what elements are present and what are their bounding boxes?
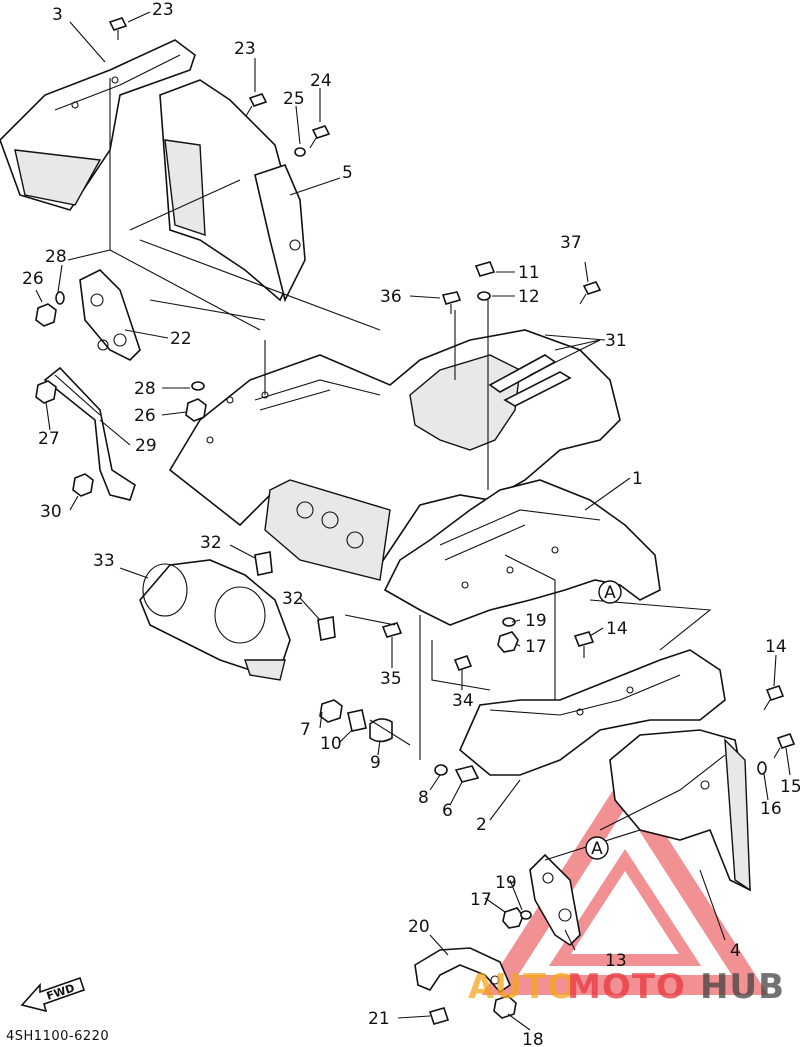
callout-4: 4 <box>730 941 741 961</box>
front-fender-1 <box>383 479 661 626</box>
inner-panel-5 <box>159 79 306 303</box>
callout-32a: 32 <box>200 533 222 553</box>
callout-37: 37 <box>560 233 582 253</box>
callout-6: 6 <box>442 801 453 821</box>
callout-8: 8 <box>418 788 429 808</box>
callout-28b: 28 <box>134 379 156 399</box>
bracket-22 <box>79 269 141 361</box>
ref-marker-a-top-label: A <box>604 583 616 603</box>
rear-fender-upper <box>168 329 621 581</box>
ref-marker-a-bottom: A <box>585 836 609 860</box>
watermark-moto: MOTO <box>567 967 686 1007</box>
callout-10: 10 <box>320 734 342 754</box>
callout-11: 11 <box>518 263 540 283</box>
callout-5: 5 <box>342 163 353 183</box>
assembly-lines <box>67 78 726 861</box>
callout-35: 35 <box>380 669 402 689</box>
callout-1: 1 <box>632 469 643 489</box>
callout-26a: 26 <box>22 269 44 289</box>
callout-20: 20 <box>408 917 430 937</box>
callout-23a: 23 <box>152 0 174 20</box>
callout-27: 27 <box>38 429 60 449</box>
callout-21: 21 <box>368 1009 390 1029</box>
callouts: 3 23 23 24 25 5 28 26 22 28 26 27 29 30 … <box>22 0 800 1047</box>
callout-26b: 26 <box>134 406 156 426</box>
callout-17b: 17 <box>470 890 492 910</box>
callout-14a: 14 <box>606 619 628 639</box>
callout-19a: 19 <box>525 611 547 631</box>
callout-22: 22 <box>170 329 192 349</box>
callout-16: 16 <box>760 799 782 819</box>
stay-20 <box>414 947 511 994</box>
callout-15: 15 <box>780 777 800 797</box>
watermark-auto: AUTO <box>468 967 577 1007</box>
callout-17a: 17 <box>525 637 547 657</box>
leader-lines <box>35 11 791 1031</box>
callout-29: 29 <box>135 436 157 456</box>
watermark-text: AUTO MOTO HUB <box>468 967 785 1007</box>
callout-2: 2 <box>476 815 487 835</box>
callout-36: 36 <box>380 287 402 307</box>
callout-9: 9 <box>370 753 381 773</box>
callout-25: 25 <box>283 89 305 109</box>
callout-24: 24 <box>310 71 332 91</box>
callout-34: 34 <box>452 691 474 711</box>
callout-33: 33 <box>93 551 115 571</box>
drawing-code: 4SH1100-6220 <box>6 1029 109 1044</box>
callout-3: 3 <box>52 5 63 25</box>
callout-7: 7 <box>300 720 311 740</box>
callout-31: 31 <box>605 331 627 351</box>
ref-marker-a-bottom-label: A <box>591 839 603 859</box>
callout-28a: 28 <box>45 247 67 267</box>
ref-marker-a-top: A <box>598 580 622 604</box>
callout-32b: 32 <box>282 589 304 609</box>
callout-18: 18 <box>522 1030 544 1047</box>
stay-29 <box>43 366 136 501</box>
watermark-hub: HUB <box>700 967 785 1007</box>
fwd-arrow-icon: FWD <box>20 976 86 1013</box>
fwd-label: FWD <box>45 982 76 1003</box>
side-cover-3 <box>0 39 196 211</box>
fastener-icons <box>35 17 796 1025</box>
callout-13: 13 <box>605 951 627 971</box>
headlight-cover-33 <box>139 559 291 681</box>
callout-14b: 14 <box>765 637 787 657</box>
callout-23b: 23 <box>234 39 256 59</box>
callout-19b: 19 <box>495 873 517 893</box>
callout-30: 30 <box>40 502 62 522</box>
front-fender-2 <box>459 649 726 776</box>
mud-flap-4 <box>609 729 751 892</box>
callout-12: 12 <box>518 287 540 307</box>
